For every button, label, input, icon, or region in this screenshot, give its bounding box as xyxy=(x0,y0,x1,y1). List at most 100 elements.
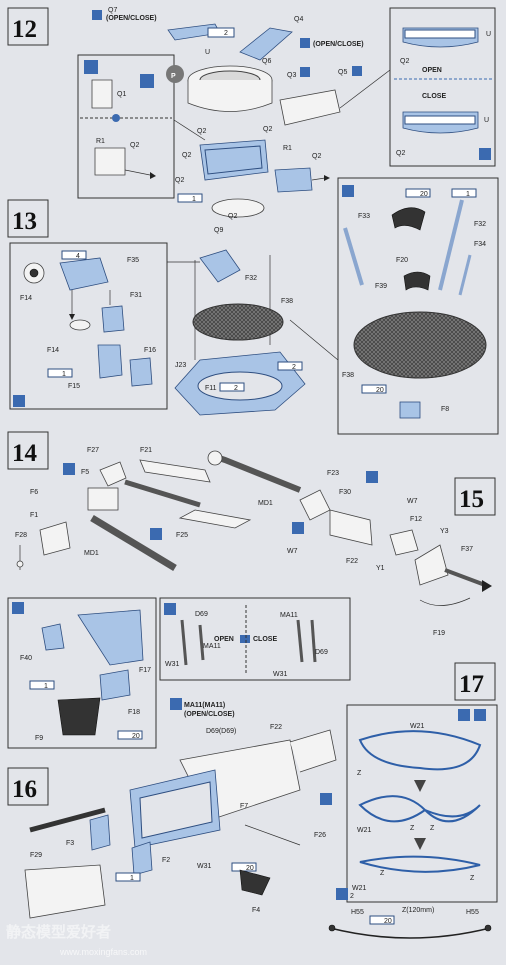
count-box xyxy=(47,368,73,378)
count: 20 xyxy=(132,733,140,740)
label-z: Z xyxy=(357,770,362,777)
step-number: 16 xyxy=(12,776,37,803)
count-box xyxy=(61,250,87,260)
step-15: 15 Y3 F37 F19 xyxy=(414,477,496,637)
step-number: 17 xyxy=(459,671,484,698)
paint-icon xyxy=(479,148,491,160)
arrow-down xyxy=(414,838,426,850)
watermark-url: www.moxingfans.com xyxy=(59,947,147,957)
part-f31 xyxy=(101,305,125,333)
photo-etch-icon xyxy=(352,66,362,76)
part-f37 xyxy=(444,568,486,587)
step-13: 13 4 F14 F35 F31 F14 F15 1 F16 F32 F38 J… xyxy=(7,177,499,435)
label-r1: R1 xyxy=(96,138,105,145)
label-f30: F30 xyxy=(339,489,351,496)
label-ma11: MA11 xyxy=(280,612,298,619)
label-f15: F15 xyxy=(68,383,80,390)
step-17: 17 W21 Z W21 Z Z W21 Z Z 2 20 Z(120mm) H… xyxy=(328,662,498,939)
step-number-box xyxy=(7,7,49,46)
paint-icon xyxy=(92,10,102,20)
step-number: 14 xyxy=(12,440,38,467)
label-f3: F3 xyxy=(66,840,74,847)
part-md1-lower xyxy=(90,515,177,571)
label-q3: Q3 xyxy=(287,72,296,79)
note-open-close: (OPEN/CLOSE) xyxy=(313,41,364,48)
label-w21: W21 xyxy=(352,885,367,892)
paint-icon xyxy=(164,603,176,615)
label-f25: F25 xyxy=(176,532,188,539)
label-h55: H55 xyxy=(466,909,479,916)
count-box xyxy=(29,680,55,690)
glue-icon xyxy=(336,888,348,900)
label-q2: Q2 xyxy=(400,58,409,65)
label-q2: Q2 xyxy=(228,213,237,220)
step-number-box xyxy=(454,477,496,516)
label-f21: F21 xyxy=(140,447,152,454)
label-q2: Q2 xyxy=(263,126,272,133)
label-w7: W7 xyxy=(287,548,298,555)
count-box xyxy=(405,188,431,198)
step-number: 15 xyxy=(459,486,484,513)
paint-icon xyxy=(366,471,378,483)
label-f38: F38 xyxy=(281,298,293,305)
label-f29: F29 xyxy=(30,852,42,859)
label-z: Z xyxy=(380,870,385,877)
count: 2 xyxy=(224,30,228,37)
label-y1: Y1 xyxy=(376,565,385,572)
paint-icon xyxy=(170,698,182,710)
detail-inset-right xyxy=(159,597,351,681)
count: 20 xyxy=(420,191,428,198)
periscope-housing xyxy=(199,139,269,181)
glue-icon xyxy=(112,114,120,122)
part-q5 xyxy=(279,89,341,126)
count-box xyxy=(115,872,141,882)
label-f28: F28 xyxy=(15,532,27,539)
label-ma11: MA11 xyxy=(203,643,221,650)
label-u: U xyxy=(484,117,489,124)
label-f11: F11 xyxy=(205,385,217,392)
step-16: F17 F40 F18 1 F9 20 D69 MA11 W31 OPEN CL… xyxy=(7,597,351,919)
label-q2: Q2 xyxy=(130,142,139,149)
part-f23 xyxy=(299,489,331,521)
part-f14-disc xyxy=(69,319,91,331)
detail-inset-left xyxy=(77,54,175,199)
glue-icon xyxy=(342,185,354,197)
label-f2: F2 xyxy=(162,857,170,864)
label-f34: F34 xyxy=(474,241,486,248)
part-q4 xyxy=(239,27,293,61)
label-z: Z xyxy=(410,825,415,832)
label-f8: F8 xyxy=(441,406,449,413)
leader-line xyxy=(339,69,391,109)
count-box xyxy=(117,730,143,740)
part-f29 xyxy=(29,807,106,833)
count: 1 xyxy=(62,371,66,378)
step-number-box xyxy=(454,662,496,701)
detail-inset-right xyxy=(337,177,499,435)
detail-inset-left xyxy=(9,242,168,410)
label-d69: D69(D69) xyxy=(206,728,236,735)
part-f17 xyxy=(77,609,144,666)
label-w7: W7 xyxy=(407,498,418,505)
label-f38: F38 xyxy=(342,372,354,379)
count: 1 xyxy=(130,875,134,882)
count: 2 xyxy=(350,893,354,900)
label-d69: D69 xyxy=(195,611,208,618)
part-f18 xyxy=(99,669,131,701)
label-f17: F17 xyxy=(139,667,151,674)
label-f9: F9 xyxy=(35,735,43,742)
step-number-box xyxy=(7,767,49,806)
label-close: CLOSE xyxy=(422,93,446,100)
part-f22 xyxy=(329,509,373,546)
label-u: U xyxy=(486,31,491,38)
part-y3 xyxy=(414,544,449,586)
part-f20-seat xyxy=(403,271,431,291)
label-f20: F20 xyxy=(396,257,408,264)
part-f3 xyxy=(89,814,111,851)
paint-icon xyxy=(12,602,24,614)
label-md1: MD1 xyxy=(84,550,99,557)
count-box xyxy=(277,361,303,371)
detail-inset-left xyxy=(7,597,157,749)
label-z-length: Z(120mm) xyxy=(402,907,434,914)
label-f16: F16 xyxy=(144,347,156,354)
count: 2 xyxy=(292,364,296,371)
